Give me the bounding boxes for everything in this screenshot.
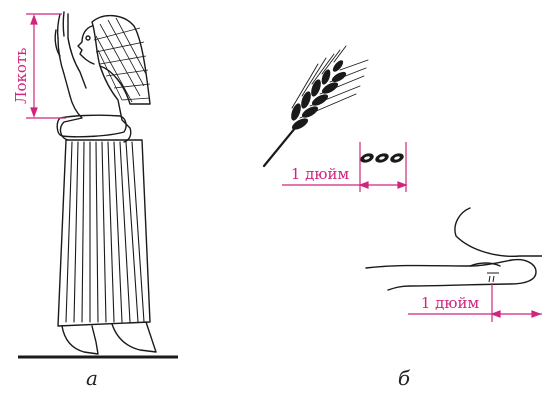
panel-b: 1 дюйм 1 дюйм б [264, 46, 542, 390]
wheat-inch-label: 1 дюйм [291, 165, 350, 183]
barley-grains [359, 152, 405, 165]
cubit-label: Локоть [12, 48, 30, 104]
thumb-inch-label: 1 дюйм [421, 294, 480, 312]
cubit-measure [26, 14, 66, 118]
wheat-ear [264, 46, 368, 166]
panel-a: Локоть а [12, 12, 178, 390]
wig-hatching [94, 18, 150, 102]
thumb [366, 208, 542, 290]
thumbnail [487, 273, 499, 282]
panel-a-caption: а [86, 366, 98, 390]
panel-b-caption: б [398, 366, 411, 390]
